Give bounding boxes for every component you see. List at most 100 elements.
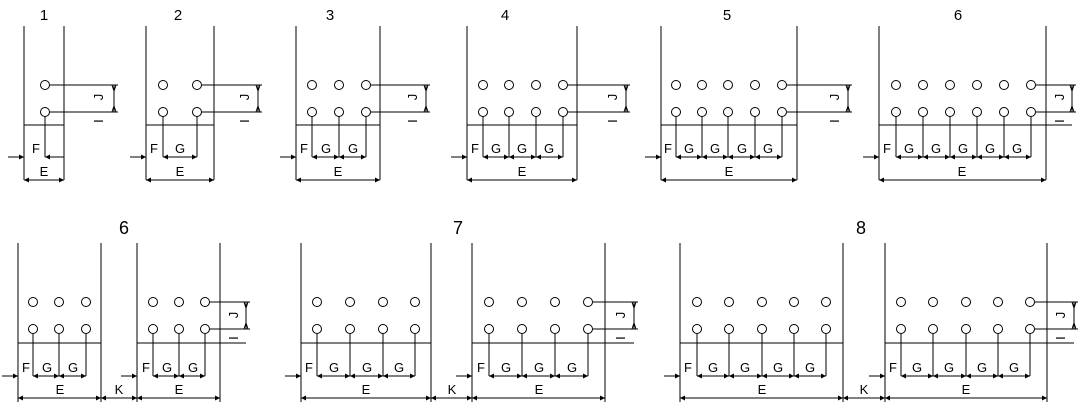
dim-label-G: G [68,360,78,375]
hole-icon [148,297,158,307]
dim-label-K: K [448,382,457,397]
diagram-5: 5 J I F G G G G E [645,7,852,183]
hole-icon [478,80,488,90]
hole-icon [54,324,64,334]
hole-icon [891,80,901,90]
diagram-number: 3 [326,7,334,24]
dim-label-E: E [518,164,527,179]
hole-icon [361,80,371,90]
hole-icon [724,297,734,307]
hole-icon [918,80,928,90]
dim-label-G: G [904,141,914,156]
hole-icon [757,324,767,334]
hole-icon [697,80,707,90]
hole-icon [891,107,901,117]
diagram-number: 6 [119,218,129,238]
dim-label-G: G [394,360,404,375]
dim-label-I: I [605,119,620,123]
hole-icon [345,297,355,307]
dim-label-I: I [1053,336,1068,340]
dim-label-I: I [237,119,252,123]
hole-icon [531,107,541,117]
hole-icon [777,80,787,90]
hole-icon [757,297,767,307]
dim-label-J: J [605,94,620,101]
diagram-number: 1 [40,7,48,24]
dim-label-J: J [226,312,241,319]
dim-label-E: E [962,382,971,397]
hole-icon [54,297,64,307]
dim-label-J: J [1052,94,1067,101]
dim-label-G: G [567,360,577,375]
hole-icon [723,107,733,117]
hole-icon [821,297,831,307]
hole-icon [896,297,906,307]
diagram-number: 6 [954,7,962,24]
dim-label-I: I [1052,119,1067,123]
dim-label-F: F [664,141,672,156]
hole-icon [550,297,560,307]
hole-icon [517,297,527,307]
hole-icon [312,297,322,307]
dim-label-G: G [763,141,773,156]
diagram-6-bottom: 6 F G G E K [2,218,250,402]
dim-label-G: G [931,141,941,156]
dim-label-F: F [150,141,158,156]
dim-label-F: F [22,360,30,375]
dim-label-G: G [188,360,198,375]
dim-label-E: E [40,164,49,179]
dim-label-J: J [1053,312,1068,319]
hole-icon [945,107,955,117]
hole-icon [200,324,210,334]
hole-icon [81,324,91,334]
hole-icon [334,107,344,117]
dim-label-E: E [725,164,734,179]
dim-label-F: F [142,360,150,375]
hole-icon [192,80,202,90]
hole-icon [777,107,787,117]
hole-icon [896,324,906,334]
dim-label-F: F [300,141,308,156]
dim-label-G: G [162,360,172,375]
dim-label-F: F [471,141,479,156]
dim-label-G: G [175,141,185,156]
dim-label-I: I [613,336,628,340]
hole-icon [307,80,317,90]
hole-icon [345,324,355,334]
dim-label-F: F [305,360,313,375]
diagram-number: 2 [174,7,182,24]
hole-icon [148,324,158,334]
dim-label-F: F [477,360,485,375]
hole-icon [671,80,681,90]
hole-icon [484,324,494,334]
hole-icon [1026,80,1036,90]
dim-label-E: E [958,164,967,179]
hole-icon [961,324,971,334]
hole-icon [918,107,928,117]
hole-icon [410,297,420,307]
dim-label-G: G [362,360,372,375]
dim-label-G: G [1009,360,1019,375]
hole-icon [961,297,971,307]
hole-icon [789,297,799,307]
diagram-2: 2 J I F G E [130,7,262,183]
hole-icon [697,107,707,117]
hole-icon [928,297,938,307]
dim-label-K: K [860,382,869,397]
diagram-7: 7 F G G G E K [285,218,638,402]
dim-label-J: J [827,94,842,101]
hole-icon [550,324,560,334]
hole-icon [750,107,760,117]
dim-label-K: K [115,382,124,397]
hole-icon [972,80,982,90]
dim-label-E: E [535,382,544,397]
diagram-number: 4 [501,7,509,24]
dim-label-E: E [758,382,767,397]
dim-label-G: G [42,360,52,375]
dim-label-G: G [1012,141,1022,156]
dim-label-E: E [175,382,184,397]
dim-label-G: G [985,141,995,156]
hole-icon [312,324,322,334]
diagram-6-top: 6 J I F G G G G [863,7,1076,183]
hole-icon [1025,297,1035,307]
